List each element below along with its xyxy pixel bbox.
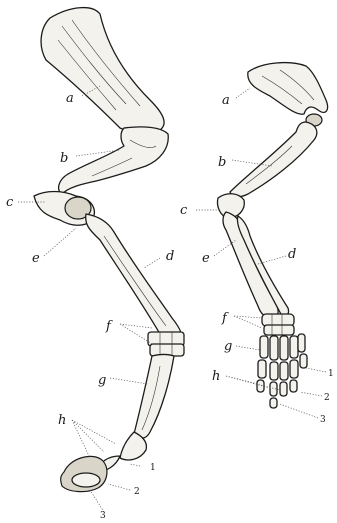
right-hand-bones: [257, 334, 307, 408]
right-digit-3: 3: [320, 415, 326, 425]
left-pastern-hoof: [61, 432, 147, 492]
left-label-c: c: [6, 195, 14, 210]
left-digit-3: 3: [100, 511, 106, 521]
left-label-a: a: [66, 91, 74, 106]
left-label-e: e: [32, 251, 40, 266]
right-scapula: [248, 63, 328, 126]
left-humerus: [59, 127, 169, 194]
left-digit-2: 2: [134, 487, 140, 497]
right-label-g: g: [224, 339, 232, 354]
right-label-a: a: [222, 93, 230, 108]
left-digit-1: 1: [150, 463, 156, 473]
left-cannon-bone: [134, 355, 174, 439]
right-label-h: h: [212, 369, 220, 384]
right-label-d: d: [288, 247, 296, 262]
right-humerus: [230, 122, 317, 197]
left-label-g: g: [98, 373, 106, 388]
right-digit-2: 2: [324, 393, 330, 403]
right-carpals: [262, 314, 294, 335]
right-forearm: [223, 212, 289, 318]
right-label-f: f: [221, 311, 229, 326]
left-radius: [86, 214, 182, 342]
right-digit-1: 1: [328, 369, 334, 379]
right-label-e: e: [202, 251, 210, 266]
right-label-b: b: [218, 155, 226, 170]
left-label-d: d: [166, 249, 174, 264]
left-label-h: h: [58, 413, 66, 428]
right-label-c: c: [180, 203, 188, 218]
left-label-b: b: [60, 151, 68, 166]
left-limb: a b c e d f g h 1 2 3: [6, 8, 184, 521]
left-scapula: [41, 8, 164, 133]
left-carpus: [148, 332, 184, 356]
right-limb: a b c e d f g h 1 2 3: [180, 63, 334, 425]
left-label-f: f: [105, 319, 113, 334]
